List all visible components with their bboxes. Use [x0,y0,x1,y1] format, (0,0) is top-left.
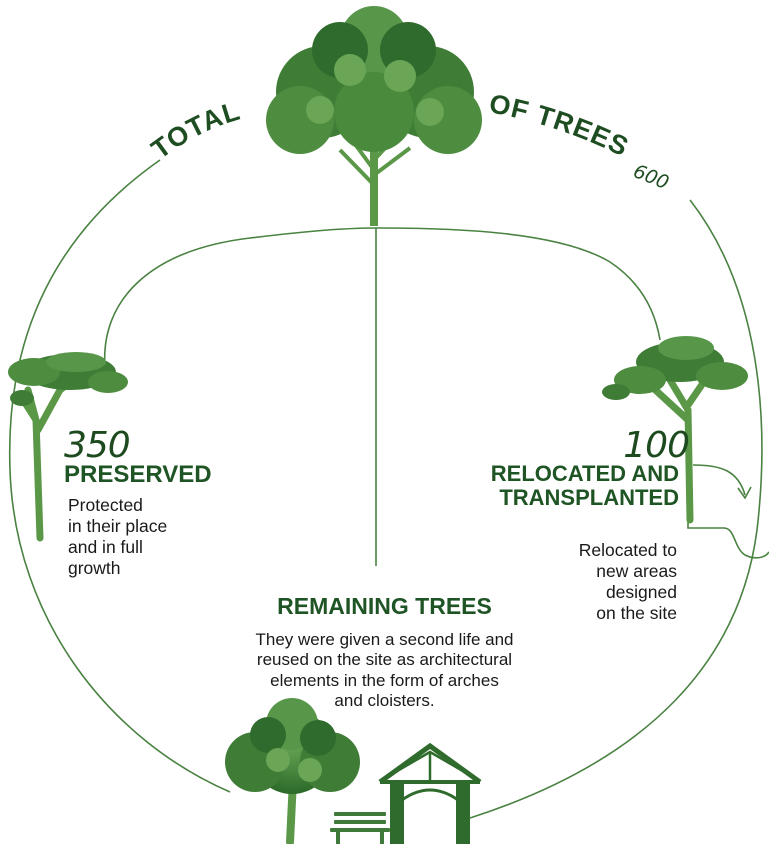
relocation-path [692,464,746,496]
relocated-line: on the site [596,603,677,623]
relocated-count: 100 [623,425,690,466]
cycle-lines [8,159,769,819]
remaining-description: They were given a second life and reused… [0,630,769,712]
bench-icon [330,812,390,844]
title-total: TOTAL [146,96,244,165]
remaining-line: and cloisters. [334,691,435,711]
preserved-line: in their place [68,516,168,536]
preserved-line: growth [68,558,121,578]
relocation-arrow [737,486,752,500]
preserved-heading: PRESERVED [64,461,212,488]
preserved-line: and in full [68,537,143,557]
relocated-line: Relocated to [578,540,677,560]
preserved-count: 350 [64,425,131,466]
preserved-description: Protected in their place and in full gro… [68,495,167,579]
relocated-heading-line: TRANSPLANTED [499,485,679,511]
title-of-trees: OF TREES [487,88,634,162]
inner-arc [103,227,661,369]
tree-icon [266,6,482,226]
relocation-drop [687,522,769,559]
remaining-line: reused on the site as architectural [256,650,513,670]
relocated-heading: RELOCATED AND TRANSPLANTED [490,461,679,511]
relocated-heading-line: RELOCATED AND [490,461,679,486]
relocated-line: new areas [596,561,677,581]
tree-icon [225,698,360,844]
outer-arc-left [8,159,231,793]
cloister-arch-icon [378,742,482,844]
preserved-line: Protected [68,495,143,515]
outer-arc-right [469,199,763,819]
relocated-line: designed [605,582,677,602]
remaining-line: They were given a second life and [255,630,514,649]
remaining-line: elements in the form of arches [270,670,499,690]
remaining-heading: REMAINING TREES [277,593,492,619]
umbrella-tree-icon [602,336,748,524]
umbrella-tree-icon [8,352,128,542]
relocated-description: Relocated to new areas designed on the s… [579,540,677,624]
total-count: 600 [630,160,672,194]
